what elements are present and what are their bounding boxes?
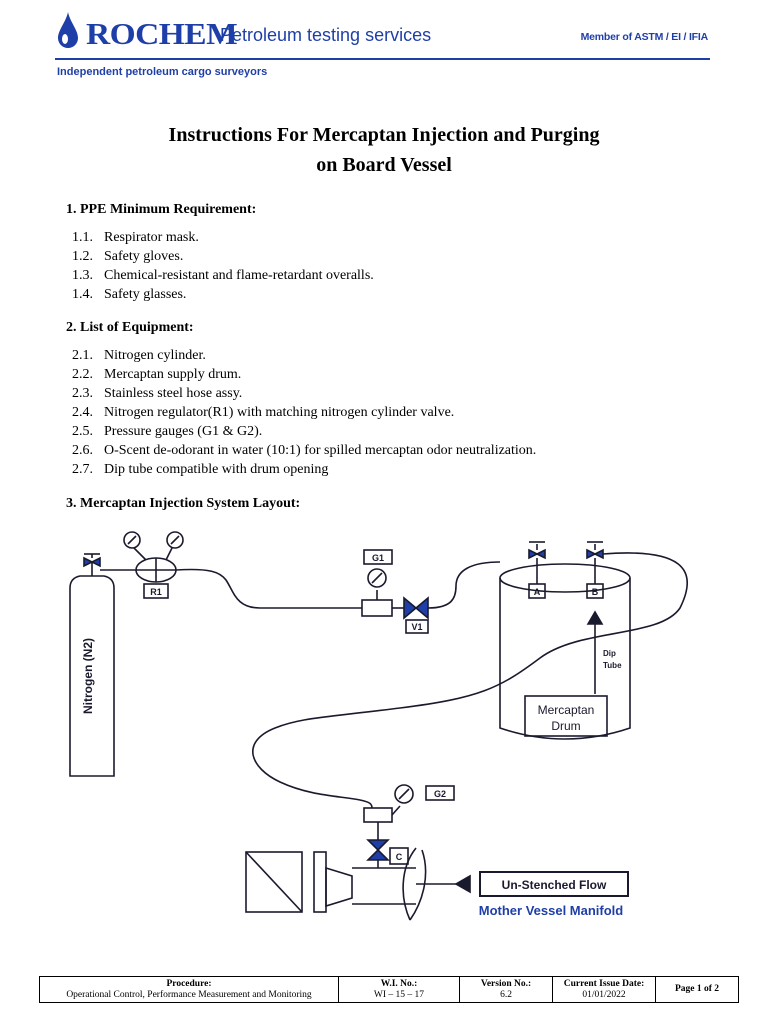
- drum-label-2: Drum: [551, 719, 580, 733]
- company-tagline: Petroleum testing services: [220, 25, 432, 45]
- valve-c: [366, 832, 409, 868]
- drop-logo-icon: [58, 12, 78, 48]
- footer-issue-date: Current Issue Date: 01/01/2022: [553, 977, 656, 1002]
- valve-a: [528, 541, 546, 599]
- manifold-label: Mother Vessel Manifold: [479, 903, 624, 918]
- valve-v1: [403, 561, 501, 634]
- dip-tube-label-2: Tube: [603, 661, 622, 670]
- company-subtagline: Independent petroleum cargo surveyors: [57, 66, 268, 78]
- unstenched-flow-label: Un-Stenched Flow: [502, 878, 607, 892]
- title-line-2: on Board Vessel: [316, 154, 452, 176]
- footer-version: Version No.: 6.2: [460, 977, 553, 1002]
- list-item: 1.1.Respirator mask.: [72, 230, 199, 245]
- footer-procedure: Procedure: Operational Control, Performa…: [40, 977, 339, 1002]
- section-ppe-heading: 1. PPE Minimum Requirement:: [66, 202, 257, 217]
- list-item: 2.1.Nitrogen cylinder.: [72, 348, 206, 363]
- list-item: 1.2.Safety gloves.: [72, 249, 184, 264]
- list-item: 1.4.Safety glasses.: [72, 287, 187, 302]
- equipment-list: 2.1.Nitrogen cylinder. 2.2.Mercaptan sup…: [72, 346, 536, 479]
- r1-label: R1: [150, 587, 162, 597]
- section-equipment-heading: 2. List of Equipment:: [66, 320, 194, 335]
- footer-wi-number: W.I. No.: WI – 15 – 17: [339, 977, 460, 1002]
- list-item: 2.4.Nitrogen regulator(R1) with matching…: [72, 405, 455, 420]
- v1-label: V1: [411, 622, 422, 632]
- title-line-1: Instructions For Mercaptan Injection and…: [168, 124, 600, 146]
- valve-b: [586, 541, 604, 599]
- list-item: 2.6.O-Scent de-odorant in water (10:1) f…: [72, 443, 537, 458]
- header-divider: [55, 58, 710, 60]
- list-item: 2.5.Pressure gauges (G1 & G2).: [72, 424, 263, 439]
- section-layout-heading: 3. Mercaptan Injection System Layout:: [66, 496, 301, 511]
- list-item: 2.7.Dip tube compatible with drum openin…: [72, 462, 329, 477]
- drum-label-1: Mercaptan: [538, 703, 595, 717]
- mercaptan-drum: [499, 563, 631, 740]
- a-label: A: [534, 587, 541, 597]
- manifold: [245, 847, 629, 921]
- company-logo-text: ROCHEM: [86, 16, 238, 51]
- gauge-g2: [363, 784, 455, 832]
- list-item: 2.2.Mercaptan supply drum.: [72, 367, 242, 382]
- list-item: 2.3.Stainless steel hose assy.: [72, 386, 243, 401]
- regulator-r1: [100, 531, 184, 599]
- b-label: B: [592, 587, 599, 597]
- g2-label: G2: [434, 789, 446, 799]
- gauge-g1: [361, 549, 404, 617]
- document-title: Instructions For Mercaptan Injection and…: [0, 120, 768, 180]
- c-label: C: [396, 852, 403, 862]
- ppe-list: 1.1.Respirator mask. 1.2.Safety gloves. …: [72, 228, 374, 304]
- membership-note: Member of ASTM / EI / IFIA: [580, 31, 709, 43]
- footer-page-number: Page 1 of 2: [674, 984, 720, 994]
- page-header: ROCHEM Petroleum testing services Member…: [0, 0, 768, 90]
- document-footer: Procedure: Operational Control, Performa…: [39, 976, 739, 1003]
- list-item: 1.3.Chemical-resistant and flame-retarda…: [72, 268, 374, 283]
- dip-tube-label-1: Dip: [603, 649, 616, 658]
- injection-system-diagram: Nitrogen (N2) R1 G1 V1 A B Dip Tube Merc…: [69, 531, 689, 921]
- g1-label: G1: [372, 553, 384, 563]
- nitrogen-label: Nitrogen (N2): [81, 638, 95, 714]
- nitrogen-cylinder: [69, 553, 115, 777]
